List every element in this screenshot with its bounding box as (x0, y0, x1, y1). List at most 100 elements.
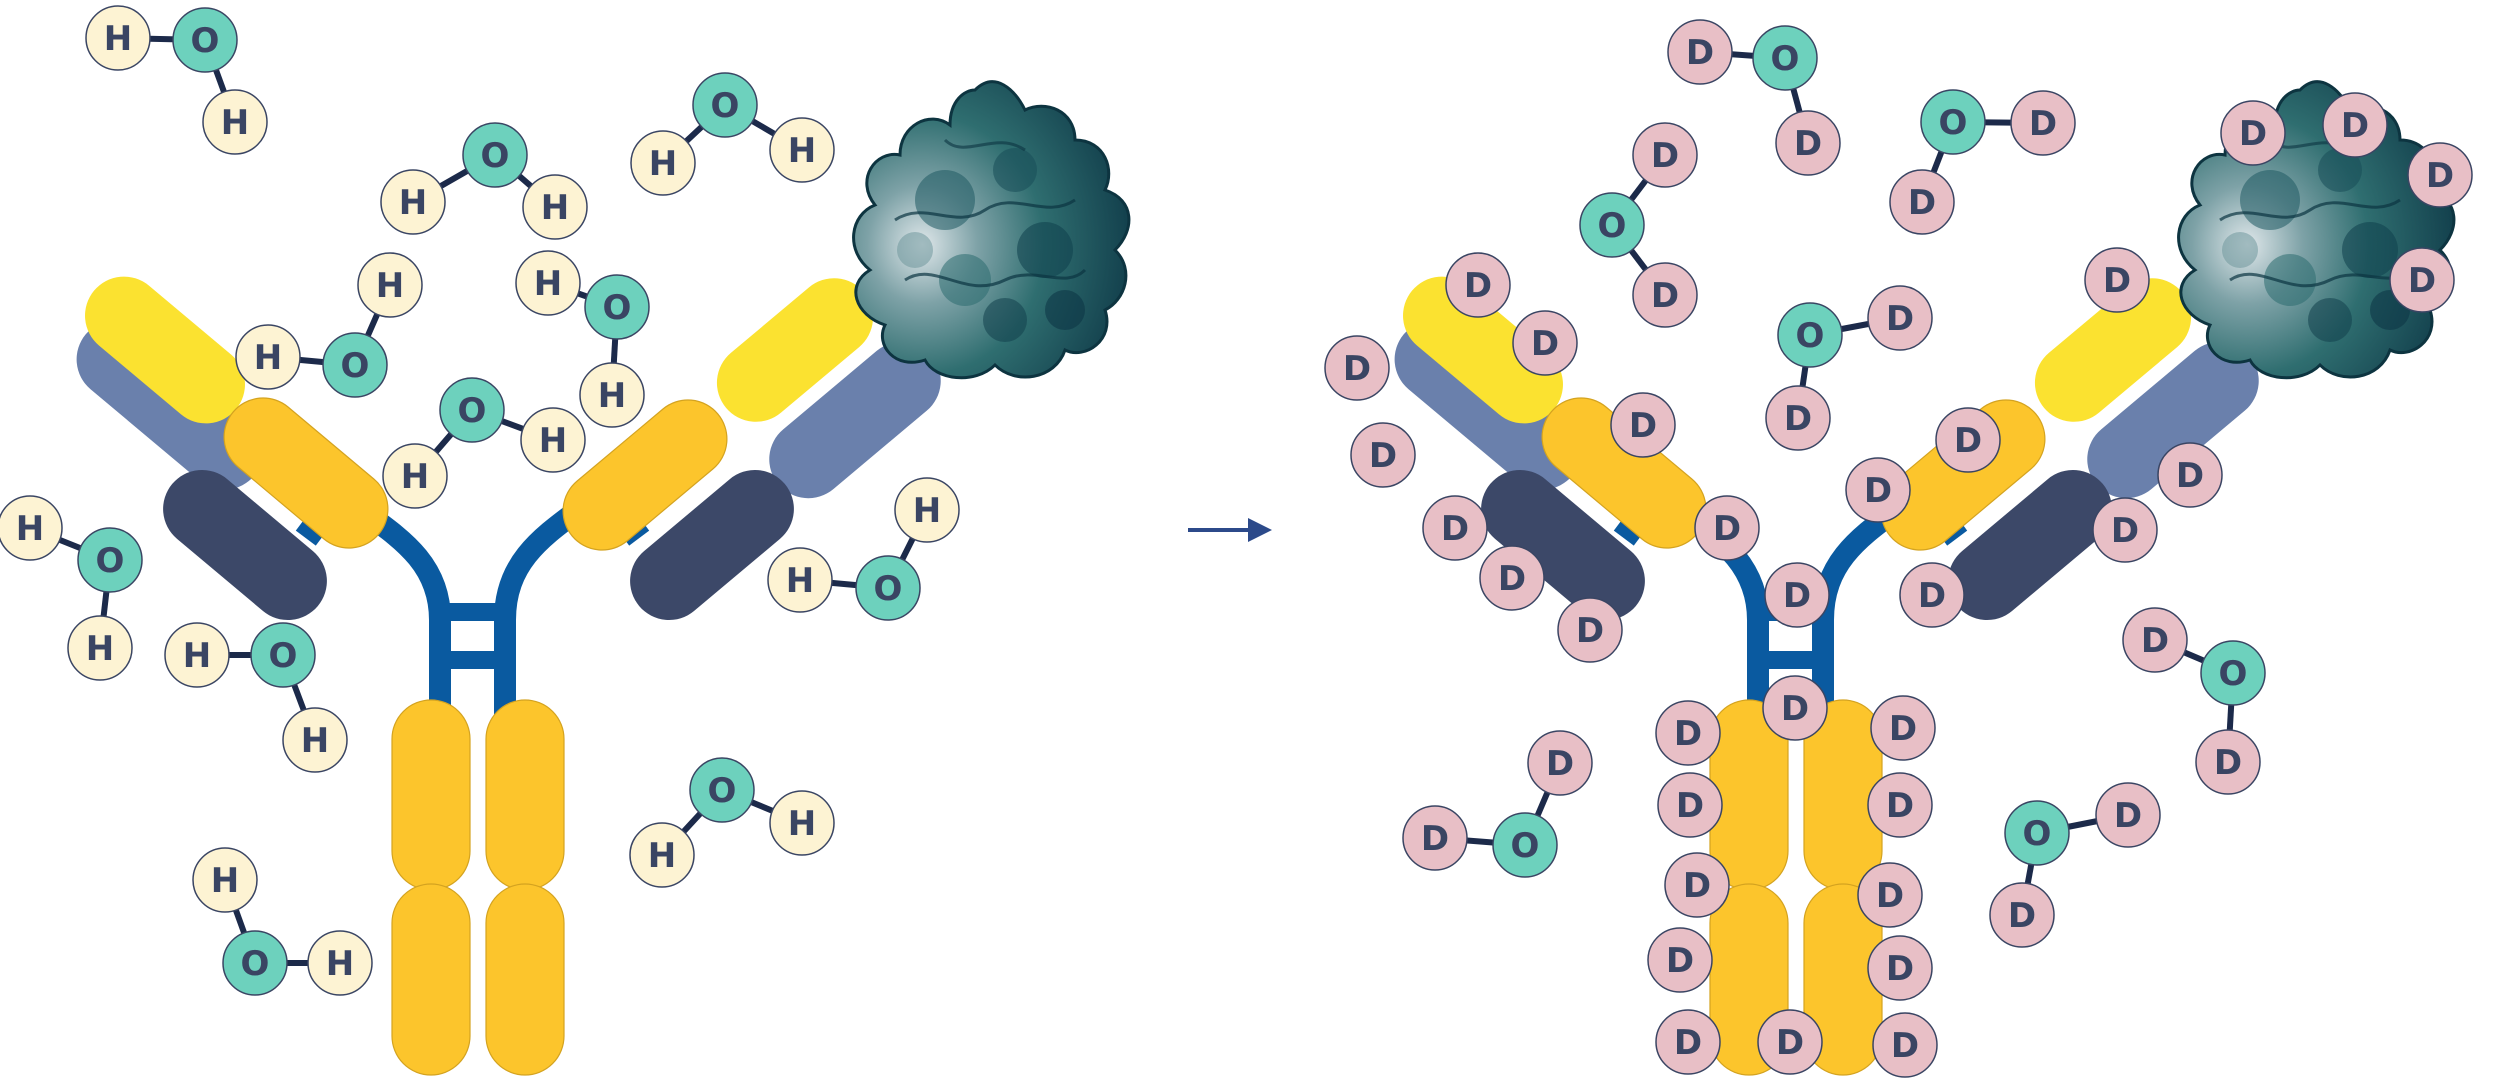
deuterium-atom-label: D (2029, 104, 2057, 144)
heavy-chain-variable-domain (2087, 341, 2259, 499)
heavy-chain-constant-domain (163, 470, 327, 620)
hydrogen-atom: H (357, 252, 423, 318)
deuterium-atom: D (1647, 927, 1713, 993)
oxygen-atom: O (1492, 812, 1558, 878)
water-molecule: HHO (382, 377, 586, 509)
deuterium-atom-label: D (1954, 421, 1982, 461)
deuterium-atom: D (1445, 252, 1511, 318)
oxygen-atom-label: O (2023, 814, 2052, 854)
deuterium-atom: D (2322, 92, 2388, 158)
light-chain-variable-domain (85, 276, 245, 424)
hydrogen-atom: H (282, 707, 348, 773)
oxygen-atom-label: O (1598, 206, 1627, 246)
deuterium-atom-label: D (1794, 124, 1822, 164)
deuterium-atom: D (1765, 385, 1831, 451)
oxygen-atom: O (172, 7, 238, 73)
deuterium-atom: D (2010, 90, 2076, 156)
hydrogen-atom: H (629, 822, 695, 888)
deuterium-atom-label: D (1781, 689, 1809, 729)
deuterium-atom: D (1867, 285, 1933, 351)
deuterium-atom: D (1989, 882, 2055, 948)
hydrogen-atom-label: H (301, 721, 329, 761)
deuterium-atom-label: D (1784, 399, 1812, 439)
hydrogen-atom: H (579, 362, 645, 428)
water-molecule: HHO (515, 250, 650, 428)
deuterium-atom-label: D (1576, 611, 1604, 651)
heavy-water-molecule: DDO (1402, 730, 1593, 878)
deuterium-atom: D (1512, 310, 1578, 376)
deuterium-atom-label: D (1686, 33, 1714, 73)
deuterium-atom: D (1872, 1012, 1938, 1078)
deuterium-atom-label: D (1876, 876, 1904, 916)
oxygen-atom: O (322, 332, 388, 398)
deuterium-atom-label: D (2341, 106, 2369, 146)
antibody-right (1394, 276, 2259, 1076)
hydrogen-atom: H (630, 130, 696, 196)
oxygen-atom-label: O (603, 288, 632, 328)
hydrogen-atom-label: H (221, 103, 249, 143)
deuterium-atom-label: D (1918, 576, 1946, 616)
hydrogen-atom: H (164, 622, 230, 688)
deuterium-atom: D (1694, 495, 1760, 561)
oxygen-atom-label: O (241, 944, 270, 984)
deuterium-atom-label: D (1531, 324, 1559, 364)
hydrogen-atom: H (85, 5, 151, 71)
deuterium-atom-label: D (2114, 796, 2142, 836)
fc-domain (391, 883, 471, 1076)
oxygen-atom-label: O (191, 21, 220, 61)
deuterium-atom-label: D (2103, 261, 2131, 301)
oxygen-atom: O (77, 527, 143, 593)
hydrogen-atom-label: H (648, 836, 676, 876)
deuterium-atom-label: D (1651, 276, 1679, 316)
hydrogen-atom-label: H (401, 457, 429, 497)
deuterium-atom: D (1667, 19, 1733, 85)
oxygen-atom-label: O (1796, 316, 1825, 356)
deuterium-atom: D (1762, 675, 1828, 741)
oxygen-atom: O (1920, 89, 1986, 155)
deuterium-atom-label: D (1651, 136, 1679, 176)
deuterium-atom-label: D (2214, 743, 2242, 783)
deuterium-atom-label: D (1908, 183, 1936, 223)
deuterium-atom: D (2092, 497, 2158, 563)
deuterium-atom: D (2157, 442, 2223, 508)
hydrogen-atom: H (769, 117, 835, 183)
deuterium-atom: D (1324, 335, 1390, 401)
deuterium-atom-label: D (1783, 576, 1811, 616)
oxygen-atom: O (462, 122, 528, 188)
deuterium-atom-label: D (1498, 559, 1526, 599)
light-chain-constant-domain (562, 399, 728, 551)
hydrogen-atom-label: H (16, 509, 44, 549)
hydrogen-atom-label: H (539, 421, 567, 461)
oxygen-atom-label: O (708, 771, 737, 811)
hydrogen-atom-label: H (541, 188, 569, 228)
hydrogen-atom: H (767, 547, 833, 613)
deuterium-atom: D (1867, 772, 1933, 838)
deuterium-atom: D (1657, 772, 1723, 838)
light-chain-variable-domain (1403, 276, 1563, 424)
heavy-water-molecule: DDO (1889, 89, 2076, 235)
arrow-right-icon (1188, 518, 1272, 542)
oxygen-atom: O (2200, 640, 2266, 706)
deuterium-atom-label: D (2141, 621, 2169, 661)
deuterium-atom-label: D (2111, 511, 2139, 551)
oxygen-atom-label: O (1511, 826, 1540, 866)
deuterium-atom-label: D (1713, 509, 1741, 549)
heavy-chain-constant-domain (1481, 470, 1645, 620)
deuterium-atom: D (1632, 262, 1698, 328)
hydrogen-atom: H (380, 169, 446, 235)
deuterium-atom: D (1402, 805, 1468, 871)
hydrogen-atom-label: H (399, 183, 427, 223)
oxygen-atom-label: O (269, 636, 298, 676)
hydrogen-atom-label: H (788, 804, 816, 844)
deuterium-atom: D (1664, 852, 1730, 918)
deuterium-atom: D (2095, 782, 2161, 848)
hydrogen-atom-label: H (211, 861, 239, 901)
deuterium-atom-label: D (1343, 349, 1371, 389)
deuterium-atom: D (1422, 495, 1488, 561)
hydrogen-atom-label: H (598, 376, 626, 416)
protein-surface-icon (852, 80, 1131, 380)
fc-domain (485, 699, 565, 891)
oxygen-atom-label: O (711, 86, 740, 126)
